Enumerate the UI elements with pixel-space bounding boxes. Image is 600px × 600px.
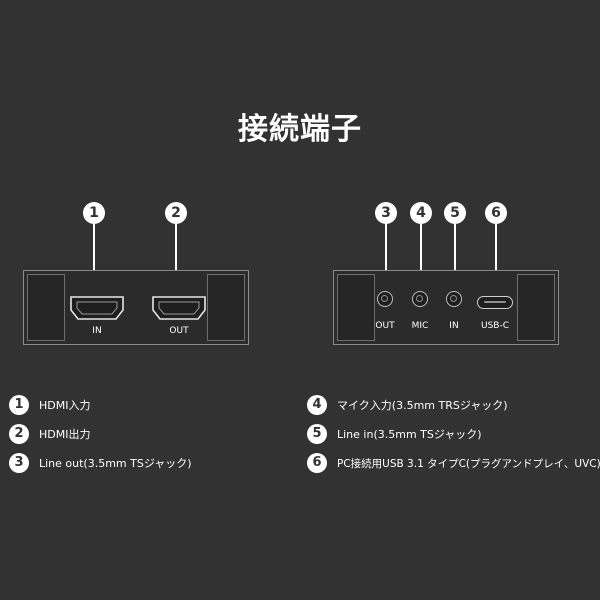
callout-2: 2: [165, 202, 187, 224]
legend-text-4: マイク入力(3.5mm TRSジャック): [337, 399, 508, 412]
legend-item-1: 1 HDMI入力: [9, 395, 90, 415]
legend-text-5: Line in(3.5mm TSジャック): [337, 428, 482, 441]
leader-line-4: [420, 224, 422, 286]
leader-line-2: [175, 224, 177, 290]
callout-3: 3: [375, 202, 397, 224]
legend-number-1: 1: [9, 395, 29, 415]
port-label-hdmi-out: OUT: [169, 326, 189, 336]
device-left-panel: IN OUT: [23, 270, 249, 345]
legend-item-5: 5 Line in(3.5mm TSジャック): [307, 424, 482, 444]
page-title: 接続端子: [238, 112, 362, 147]
legend-number-2: 2: [9, 424, 29, 444]
callout-6: 6: [485, 202, 507, 224]
legend-text-3: Line out(3.5mm TSジャック): [39, 457, 192, 470]
hdmi-out-port: [152, 296, 206, 320]
legend-number-5: 5: [307, 424, 327, 444]
device-right-panel: OUT MIC IN USB-C: [333, 270, 559, 345]
mic-jack: [412, 291, 428, 307]
legend-text-6: PC接続用USB 3.1 タイプC(プラグアンドプレイ、UVC): [337, 457, 600, 470]
legend-item-4: 4 マイク入力(3.5mm TRSジャック): [307, 395, 508, 415]
legend-number-3: 3: [9, 453, 29, 473]
port-label-usb-c: USB-C: [480, 321, 509, 331]
device-left-end-cap: [27, 274, 65, 341]
legend-number-6: 6: [307, 453, 327, 473]
device-right-end-cap: [207, 274, 245, 341]
leader-line-3: [385, 224, 387, 286]
legend-item-3: 3 Line out(3.5mm TSジャック): [9, 453, 192, 473]
legend-number-4: 4: [307, 395, 327, 415]
legend-item-6: 6 PC接続用USB 3.1 タイプC(プラグアンドプレイ、UVC): [307, 453, 600, 473]
callout-5: 5: [444, 202, 466, 224]
legend-text-1: HDMI入力: [39, 399, 91, 412]
port-label-line-out: OUT: [375, 321, 395, 331]
leader-line-1: [93, 224, 95, 290]
usb-c-port: [477, 296, 513, 309]
line-out-jack: [377, 291, 393, 307]
leader-line-6: [495, 224, 497, 292]
callout-1: 1: [83, 202, 105, 224]
port-label-mic: MIC: [411, 321, 429, 331]
device-right-end-cap: [517, 274, 555, 341]
port-label-hdmi-in: IN: [92, 326, 102, 336]
legend-item-2: 2 HDMI出力: [9, 424, 90, 444]
port-label-line-in: IN: [449, 321, 459, 331]
hdmi-in-port: [70, 296, 124, 320]
callout-4: 4: [410, 202, 432, 224]
legend-text-2: HDMI出力: [39, 428, 91, 441]
device-left-end-cap: [337, 274, 375, 341]
leader-line-5: [454, 224, 456, 286]
line-in-jack: [446, 291, 462, 307]
